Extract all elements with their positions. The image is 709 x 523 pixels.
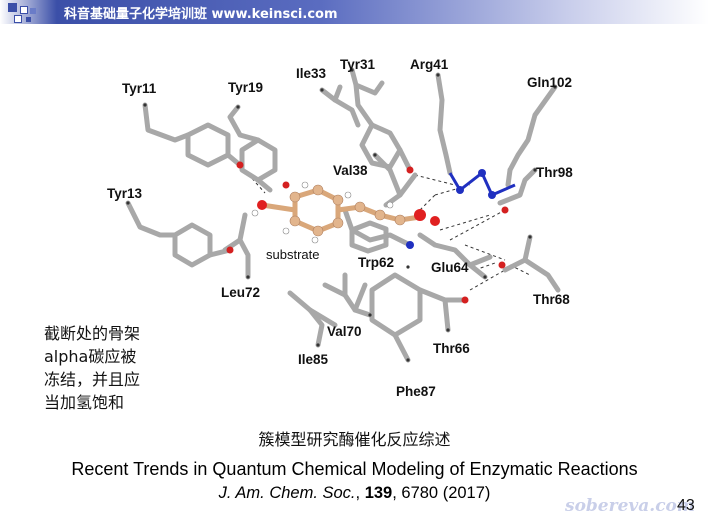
logo-square-1 xyxy=(8,3,17,12)
label-tyr31: Tyr31 xyxy=(340,57,376,72)
reference-volume: 139 xyxy=(364,484,393,502)
header-bar: 科音基础量子化学培训班 www.keinsci.com xyxy=(0,0,709,24)
side-note-line: 冻结，并且应 xyxy=(44,370,141,389)
enzyme-active-site-figure: Tyr11 Tyr19 Ile33 Tyr31 Arg41 Gln102 Thr… xyxy=(107,57,573,399)
watermark: sobereva.com xyxy=(565,496,695,516)
reference-pages-year: , 6780 (2017) xyxy=(392,484,491,502)
slide-subtitle: 簇模型研究酶催化反应综述 xyxy=(258,430,451,449)
label-trp62: Trp62 xyxy=(358,255,394,270)
label-substrate: substrate xyxy=(266,247,319,262)
logo-square-2 xyxy=(20,6,28,14)
logo-square-4 xyxy=(14,15,22,23)
label-ile85: Ile85 xyxy=(298,352,329,367)
label-tyr11: Tyr11 xyxy=(122,81,157,96)
label-ile33: Ile33 xyxy=(296,66,327,81)
header-title: 科音基础量子化学培训班 www.keinsci.com xyxy=(64,7,338,22)
heteroatoms xyxy=(226,161,516,304)
label-gln102: Gln102 xyxy=(527,75,572,90)
substrate-molecule xyxy=(251,181,440,244)
label-thr66: Thr66 xyxy=(433,341,470,356)
side-note-line: 当加氢饱和 xyxy=(44,393,125,412)
side-note-line: 截断处的骨架 xyxy=(44,324,141,343)
side-note-line: alpha碳应被 xyxy=(44,347,137,366)
label-val38: Val38 xyxy=(333,163,368,178)
reference-sep: , xyxy=(355,484,365,502)
reference-journal: J. Am. Chem. Soc. xyxy=(218,484,356,502)
label-thr68: Thr68 xyxy=(533,292,570,307)
logo-square-5 xyxy=(26,17,31,22)
label-arg41: Arg41 xyxy=(410,57,449,72)
label-glu64: Glu64 xyxy=(431,260,469,275)
side-note: 截断处的骨架 alpha碳应被冻结，并且应当加氢饱和 xyxy=(44,322,140,414)
label-tyr13: Tyr13 xyxy=(107,186,143,201)
label-phe87: Phe87 xyxy=(396,384,436,399)
page-number: 43 xyxy=(677,497,695,514)
logo-square-3 xyxy=(30,8,36,14)
label-thr98: Thr98 xyxy=(536,165,573,180)
reference-citation: J. Am. Chem. Soc., 139, 6780 (2017) xyxy=(0,484,709,503)
label-leu72: Leu72 xyxy=(221,285,260,300)
label-val70: Val70 xyxy=(327,324,362,339)
label-tyr19: Tyr19 xyxy=(228,80,263,95)
reference-title: Recent Trends in Quantum Chemical Modeli… xyxy=(71,459,638,479)
protein-sticks xyxy=(125,67,561,363)
alpha-carbon-dots xyxy=(126,68,557,362)
